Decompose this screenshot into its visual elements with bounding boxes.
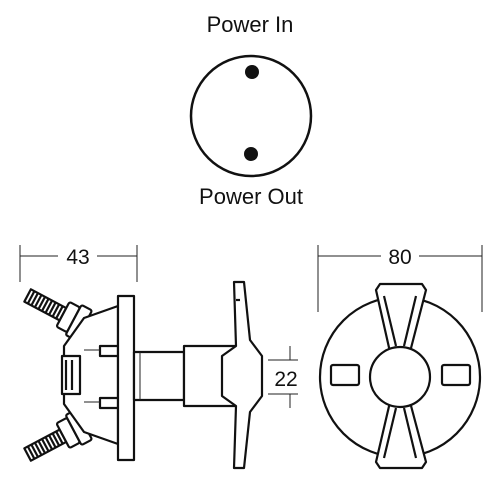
terminal-schematic: Power In Power Out <box>189 12 313 209</box>
switch-face-circle <box>189 54 313 178</box>
power-out-label: Power Out <box>199 184 303 209</box>
diameter-dimension-value: 80 <box>388 246 411 269</box>
mounting-flange <box>116 294 136 462</box>
front-view: 80 <box>317 245 483 470</box>
power-in-label: Power In <box>207 12 294 37</box>
upper-terminal-stud <box>23 288 93 341</box>
side-view: 43 <box>19 245 298 470</box>
left-slot <box>329 363 361 387</box>
right-slot <box>440 363 472 387</box>
depth-dimension: 43 <box>19 245 138 282</box>
power-out-terminal-dot <box>244 147 258 161</box>
depth-dimension-value: 43 <box>66 246 89 269</box>
shaft-dimension-value: 22 <box>274 368 297 391</box>
diameter-dimension: 80 <box>317 245 483 312</box>
switch-rear-body <box>60 304 120 446</box>
shaft-dimension: 22 <box>268 346 298 408</box>
t-handle-knob <box>368 282 432 470</box>
power-in-terminal-dot <box>245 65 259 79</box>
knob-side-profile <box>220 280 264 470</box>
